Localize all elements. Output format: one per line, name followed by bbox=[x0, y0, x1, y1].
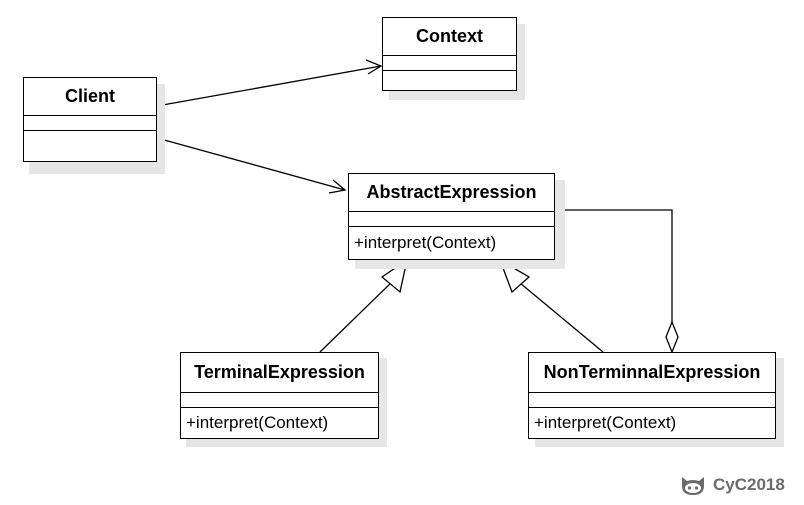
class-name: Context bbox=[383, 18, 516, 56]
github-icon bbox=[682, 477, 704, 495]
class-name: AbstractExpression bbox=[349, 174, 554, 212]
class-context: Context bbox=[382, 17, 517, 91]
generalization-nonterminal bbox=[513, 277, 604, 353]
operation-interpret: +interpret(Context) bbox=[186, 413, 329, 432]
class-abstract-expression: AbstractExpression +interpret(Context) bbox=[348, 173, 555, 260]
watermark: CyC2018 bbox=[679, 474, 785, 496]
operation-interpret: +interpret(Context) bbox=[354, 233, 497, 252]
attributes-compartment bbox=[24, 116, 156, 131]
aggregation-line bbox=[555, 209, 673, 322]
aggregation-diamond bbox=[665, 320, 679, 354]
attributes-compartment bbox=[349, 212, 554, 227]
class-nonterminal-expression: NonTerminnalExpression +interpret(Contex… bbox=[528, 352, 776, 439]
generalization-terminal bbox=[319, 277, 397, 353]
attributes-compartment bbox=[181, 393, 378, 408]
association-client-abstract bbox=[156, 137, 346, 191]
operations-compartment bbox=[24, 131, 156, 161]
class-name: NonTerminnalExpression bbox=[529, 353, 775, 393]
class-name: Client bbox=[24, 78, 156, 116]
class-client: Client bbox=[23, 77, 157, 162]
attributes-compartment bbox=[529, 393, 775, 408]
operation-interpret: +interpret(Context) bbox=[534, 413, 677, 432]
association-client-context bbox=[156, 65, 382, 107]
class-terminal-expression: TerminalExpression +interpret(Context) bbox=[180, 352, 379, 439]
attributes-compartment bbox=[383, 56, 516, 71]
arrowhead-context bbox=[365, 59, 383, 75]
arrowhead-abstract bbox=[328, 179, 347, 194]
watermark-text: CyC2018 bbox=[713, 475, 785, 494]
operations-compartment bbox=[383, 71, 516, 90]
class-name: TerminalExpression bbox=[181, 353, 378, 393]
